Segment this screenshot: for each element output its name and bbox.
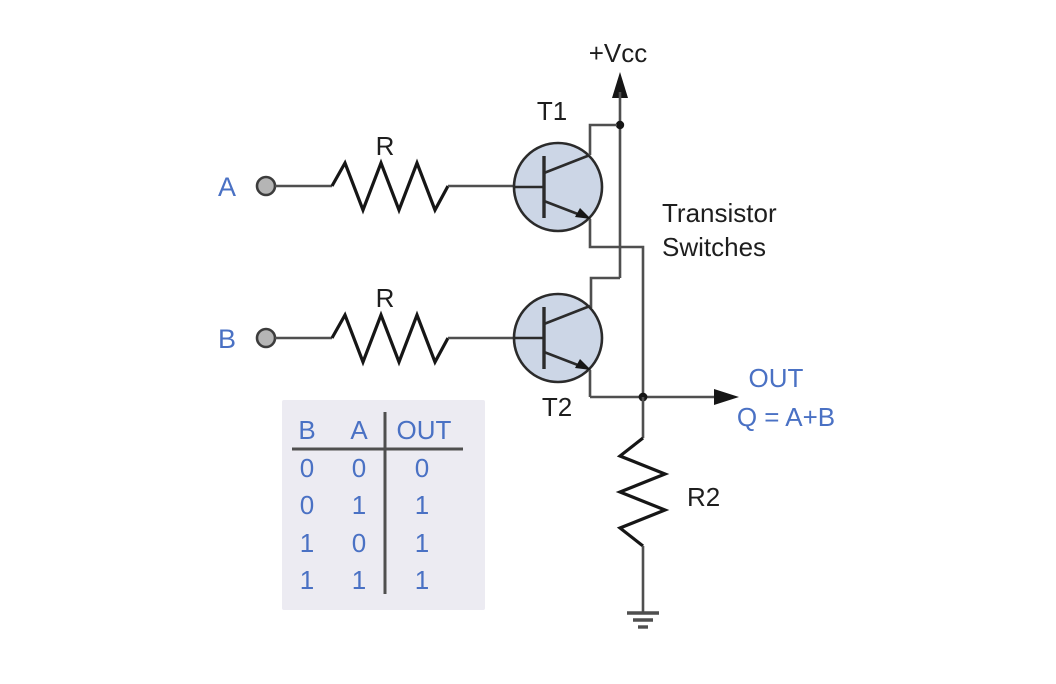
annotation-transistor-switches: Transistor Switches [662,198,777,262]
t1-emitter-arrow-icon [575,208,591,219]
truth-table-cell: 0 [415,453,429,483]
pulldown-resistor-branch: R2 [615,397,720,629]
output-equation: Q = A+B [737,402,835,432]
transistor-t1-label: T1 [537,96,567,126]
input-b-branch: B R [218,283,514,367]
input-a-label: A [218,172,236,202]
t1-collector-wire [588,123,617,155]
input-a-branch: A R [218,131,514,215]
resistor-r2-symbol [615,436,670,548]
truth-table-row: 0 1 1 [300,490,429,520]
truth-table: B A OUT 0 0 0 0 1 1 1 0 1 1 1 1 [282,400,485,610]
annotation-line1: Transistor [662,198,777,228]
input-b-label: B [218,324,236,354]
truth-table-cell: 1 [300,565,314,595]
truth-table-cell: 1 [415,490,429,520]
t1-emitter-wire [588,219,645,394]
truth-table-cell: 1 [352,565,366,595]
truth-table-row: 1 1 1 [300,565,429,595]
resistor-b-label: R [376,283,395,313]
truth-table-cell: 0 [300,490,314,520]
power-rail: +Vcc [589,38,648,308]
output-branch: OUT Q = A+B [590,363,835,432]
truth-table-cell: 1 [352,490,366,520]
truth-table-header-out: OUT [397,415,452,445]
resistor-b-symbol [330,310,450,367]
truth-table-cell: 1 [415,528,429,558]
output-arrow-icon [714,389,739,405]
t2-emitter-arrow-icon [575,359,591,370]
input-b-terminal [255,327,277,349]
truth-table-header-b: B [298,415,315,445]
transistor-t2: T2 [512,292,604,422]
t1-emitter-line [543,199,584,218]
vcc-to-t2-wire [589,276,620,308]
ground-icon [627,611,659,629]
output-label: OUT [749,363,804,393]
t2-emitter-line [543,350,584,369]
junction-dot-vcc [615,120,625,130]
truth-table-row: 1 0 1 [300,528,429,558]
resistor-a-label: R [376,131,395,161]
truth-table-cell: 1 [415,565,429,595]
resistor-a-symbol [330,158,450,215]
truth-table-cell: 0 [352,453,366,483]
vcc-label: +Vcc [589,38,648,68]
truth-table-row: 0 0 0 [300,453,429,483]
truth-table-cell: 0 [352,528,366,558]
input-a-terminal [255,175,277,197]
transistor-t1: T1 [512,96,645,394]
annotation-line2: Switches [662,232,766,262]
vcc-arrow-icon [612,72,628,98]
truth-table-header-a: A [350,415,368,445]
truth-table-cell: 0 [300,453,314,483]
transistor-t2-label: T2 [542,392,572,422]
resistor-r2-label: R2 [687,482,720,512]
truth-table-cell: 1 [300,528,314,558]
t1-collector-line [543,153,591,175]
t2-collector-line [543,304,591,326]
